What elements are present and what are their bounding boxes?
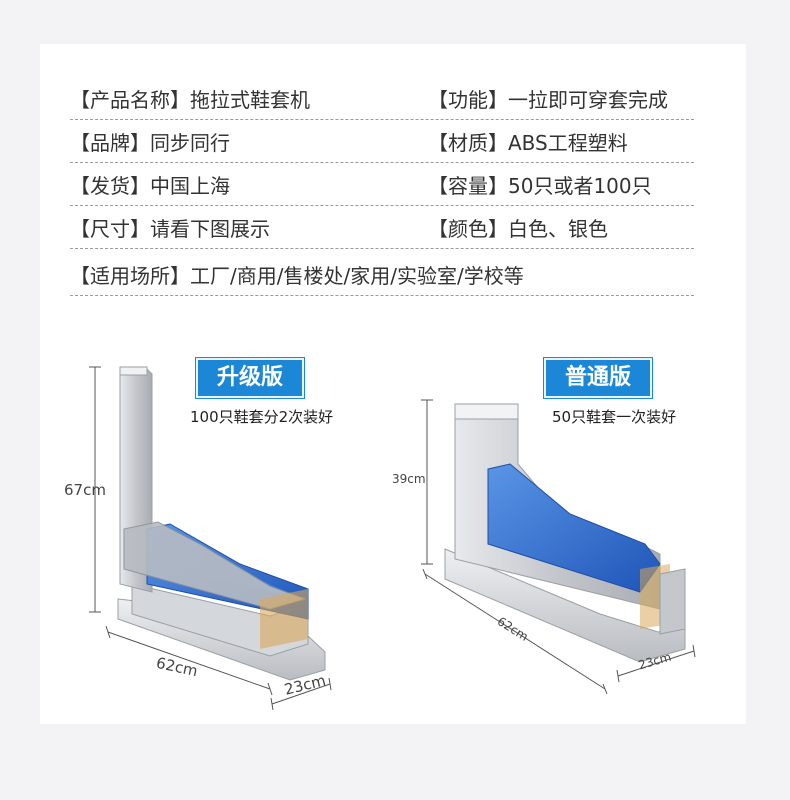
standard-machine-image	[444, 403, 686, 663]
spec-row: 【适用场所】工厂/商用/售楼处/家用/实验室/学校等	[70, 252, 694, 296]
upgrade-capacity-note: 100只鞋套分2次装好	[190, 408, 334, 426]
product-illustrations	[89, 366, 696, 711]
spec-brand-label: 【品牌】同步同行	[70, 131, 230, 155]
standard-capacity-note: 50只鞋套一次装好	[552, 408, 677, 426]
spec-size-label: 【尺寸】请看下图展示	[70, 217, 270, 241]
upgrade-machine-image	[117, 366, 326, 681]
spec-material-label: 【材质】ABS工程塑料	[428, 131, 628, 155]
upgrade-version-badge: 升级版	[196, 358, 304, 398]
upgrade-dimension-lines	[89, 366, 332, 711]
standard-height-label: 39cm	[392, 472, 426, 486]
spec-row: 【尺寸】请看下图展示 【颜色】白色、银色	[70, 205, 694, 249]
spec-shipping-label: 【发货】中国上海	[70, 174, 230, 198]
standard-dimension-lines	[421, 399, 696, 695]
upgrade-height-label: 67cm	[64, 481, 106, 499]
standard-version-badge: 普通版	[544, 358, 652, 398]
spec-usage-label: 【适用场所】工厂/商用/售楼处/家用/实验室/学校等	[70, 264, 524, 288]
spec-name-label: 【产品名称】拖拉式鞋套机	[70, 88, 310, 112]
product-card: 【产品名称】拖拉式鞋套机 【功能】一拉即可穿套完成 【品牌】同步同行 【材质】A…	[40, 44, 746, 724]
spec-row: 【品牌】同步同行 【材质】ABS工程塑料	[70, 119, 694, 163]
spec-row: 【发货】中国上海 【容量】50只或者100只	[70, 162, 694, 206]
spec-row: 【产品名称】拖拉式鞋套机 【功能】一拉即可穿套完成	[70, 76, 694, 120]
spec-capacity-label: 【容量】50只或者100只	[428, 174, 652, 198]
spec-function-label: 【功能】一拉即可穿套完成	[428, 88, 668, 112]
spec-color-label: 【颜色】白色、银色	[428, 217, 608, 241]
